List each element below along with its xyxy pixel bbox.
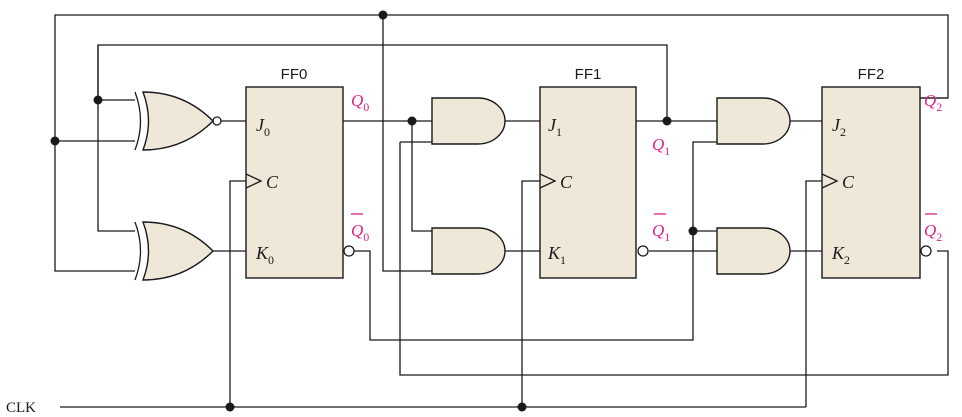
ff2-title: FF2 (858, 66, 885, 83)
and-gate (431, 97, 506, 145)
and-gate (716, 97, 791, 145)
junction-dot (688, 226, 698, 236)
and-gate (431, 227, 506, 275)
ff0-q-output-label: Q0 (351, 91, 369, 114)
ff2-j-label: J2 (832, 115, 846, 139)
junction-dot (407, 116, 417, 126)
ff1-c-label: C (560, 172, 573, 192)
ff2-c-label: C (842, 172, 855, 192)
ff2-qbar-output-label: Q2 (924, 221, 942, 244)
ff2-k-label: K2 (831, 243, 850, 267)
ff1-qbar-output-label: Q1 (652, 221, 670, 244)
ff0-j-label: J0 (256, 115, 270, 139)
ff0-qbar-output-label: Q0 (351, 221, 369, 244)
clock-label: CLK (6, 400, 36, 416)
ff1-k-label: K1 (547, 243, 566, 267)
and-gate (716, 227, 791, 275)
junction-dot (517, 402, 527, 412)
ff1-q-output-label: Q1 (652, 135, 670, 158)
flipflop-ff0: FF0 J0 C K0 Q0 Q0 (245, 66, 369, 279)
wires (54, 14, 949, 408)
ff0-c-label: C (266, 172, 279, 192)
junction-dots (50, 10, 698, 412)
junction-dot (378, 10, 388, 20)
xor-gate (134, 221, 214, 281)
ff0-k-label: K0 (255, 243, 274, 267)
junction-dot (93, 95, 103, 105)
flipflop-ff2: FF2 J2 C K2 Q2 Q2 (821, 66, 942, 279)
ff2-q-output-label: Q2 (924, 91, 942, 114)
ff1-title: FF1 (575, 66, 602, 83)
junction-dot (662, 116, 672, 126)
junction-dot (50, 136, 60, 146)
ff1-j-label: J1 (548, 115, 562, 139)
ff0-title: FF0 (281, 66, 308, 83)
xnor-gate (134, 91, 222, 151)
junction-dot (225, 402, 235, 412)
flipflop-ff1: FF1 J1 C K1 Q1 Q1 (539, 66, 670, 279)
